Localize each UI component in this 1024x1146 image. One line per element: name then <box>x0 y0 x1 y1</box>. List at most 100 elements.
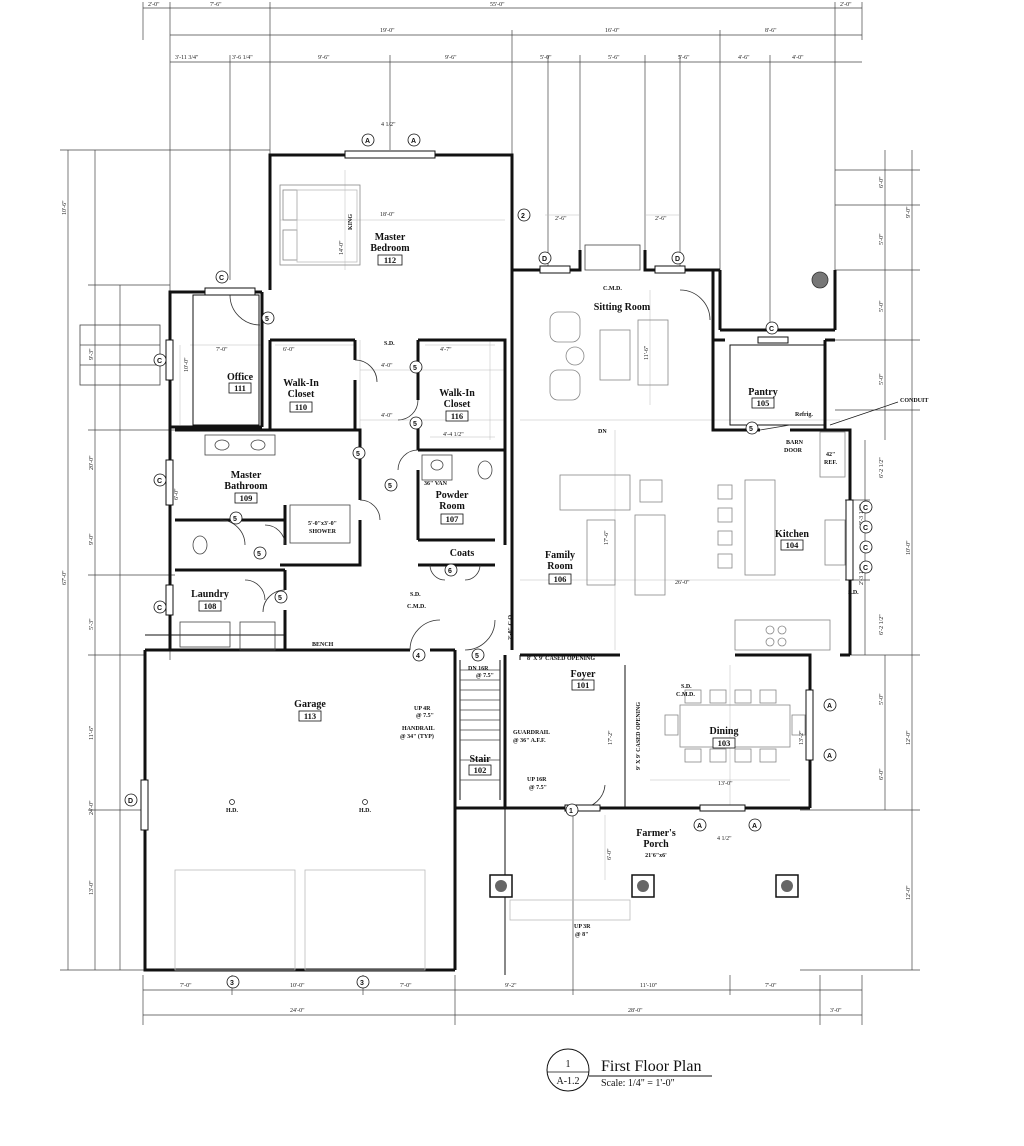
dim-bottom-8: 28'-0" <box>628 1008 643 1014</box>
dim-int-7: 4'-0" <box>381 363 393 369</box>
dim-bottom-2: 10'-0" <box>290 983 305 989</box>
dim-int-19: 2'-6" <box>655 216 667 222</box>
note-up3r: UP 3R <box>574 924 591 930</box>
dim-bottom-1: 7'-0" <box>180 983 192 989</box>
room-master-bedroom-number: 112 <box>384 255 396 265</box>
room-garage-number: 113 <box>304 711 316 721</box>
dim-int-18: 2'-6" <box>555 216 567 222</box>
note-handrail-height: @ 34" (TYP) <box>400 733 434 740</box>
note-cased-opening-2: 9' X 9' CASED OPENING <box>636 702 642 770</box>
room-master-bath-number: 109 <box>240 493 253 503</box>
note-shower: SHOWER <box>309 529 337 535</box>
dim-left-4: 9'-0" <box>89 533 95 545</box>
note-conduit: CONDUIT <box>900 398 928 404</box>
note-handrail: HANDRAIL <box>402 726 435 732</box>
furniture <box>79 184 846 971</box>
room-powder-number: 107 <box>446 514 460 524</box>
dim-top-2: 7'-6" <box>210 2 222 8</box>
windows <box>140 150 854 831</box>
dim-int-4: 10'-0" <box>184 357 190 372</box>
room-master-bath-line1: Master <box>231 470 262 481</box>
dim-right-9: 2'-3 1/2" <box>859 564 865 585</box>
note-up4r: UP 4R <box>414 706 431 712</box>
dim-row2-2: 16'-0" <box>605 28 620 34</box>
room-laundry-number: 108 <box>204 601 217 611</box>
note-up4r-rise: @ 7.5" <box>416 713 434 719</box>
dim-row3-1: 3'-11 3/4" <box>175 55 199 61</box>
note-sd-4: S.D. <box>848 590 859 596</box>
dim-row3-9: 4'-0" <box>792 55 804 61</box>
dim-top-1: 2'-0" <box>148 2 160 8</box>
room-powder-line2: Room <box>439 501 465 512</box>
tag-5-7: 5 <box>388 483 392 490</box>
dim-right-2: 9'-0" <box>906 206 912 218</box>
room-powder-line1: Powder <box>436 490 469 501</box>
note-sd-2: S.D. <box>410 592 421 598</box>
dim-int-2: 14'-0" <box>339 240 345 255</box>
tag-5-2: 5 <box>265 316 269 323</box>
note-bench: BENCH <box>312 642 334 648</box>
dim-left-7: 24'-0" <box>89 800 95 815</box>
dim-int-10: 4'-4 1/2" <box>443 432 464 438</box>
room-master-bedroom-line1: Master <box>375 232 406 243</box>
tag-d-3: D <box>675 256 680 263</box>
note-hd-2: H.D. <box>359 808 372 814</box>
tag-d-2: D <box>542 256 547 263</box>
room-porch-size: 21'6"x6' <box>645 853 667 859</box>
tag-5-9: 5 <box>413 365 417 372</box>
dim-int-5: 6'-0" <box>283 347 295 353</box>
room-porch-line2: Porch <box>643 839 669 850</box>
note-sd-1: S.D. <box>384 341 395 347</box>
dimensions-top <box>142 2 863 660</box>
note-van: 36" VAN <box>424 481 448 487</box>
dim-int-21: 4 1/2" <box>717 836 732 842</box>
dim-right-1: 6'-0" <box>879 176 885 188</box>
room-coats-name: Coats <box>450 548 475 559</box>
tag-a-5: A <box>697 823 702 830</box>
dim-int-11: 11'-6" <box>644 345 650 360</box>
dim-right-14: 12'-0" <box>906 885 912 900</box>
tag-5-8: 5 <box>413 421 417 428</box>
dim-bottom-3: 7'-0" <box>400 983 412 989</box>
room-porch-line1: Farmer's <box>636 828 676 839</box>
tag-c-5: C <box>769 326 774 333</box>
note-hd-1: H.D. <box>226 808 239 814</box>
room-kitchen-name: Kitchen <box>775 529 809 540</box>
note-up16r: UP 16R <box>527 777 547 783</box>
tag-5-1: 5 <box>475 653 479 660</box>
room-master-bedroom-line2: Bedroom <box>370 243 410 254</box>
dim-int-15: 13'-0" <box>718 781 733 787</box>
note-cmd-1: C.M.D. <box>603 286 622 292</box>
dim-int-12: 17'-6" <box>604 530 610 545</box>
note-ref: REF. <box>824 460 837 466</box>
dim-top-3: 55'-0" <box>490 2 505 8</box>
drawing-scale: Scale: 1/4" = 1'-0" <box>601 1078 675 1089</box>
dim-row2-1: 19'-0" <box>380 28 395 34</box>
dim-right-5: 5'-0" <box>879 373 885 385</box>
drawing-title: First Floor Plan <box>601 1058 701 1075</box>
room-sitting-name: Sitting Room <box>594 302 651 313</box>
detail-number: 1 <box>566 1059 571 1070</box>
note-cmd-2: C.M.D. <box>407 604 426 610</box>
tag-a-6: A <box>752 823 757 830</box>
note-42: 42" <box>826 452 835 458</box>
note-king: KING <box>348 214 354 230</box>
tag-d-1: D <box>128 798 133 805</box>
dim-right-4: 5'-0" <box>879 300 885 312</box>
dim-bottom-6: 7'-0" <box>765 983 777 989</box>
room-closet110-line1: Walk-In <box>283 378 319 389</box>
drawing-notes: KING S.D. C.M.D. DN CONDUIT BARN DOOR Re… <box>226 214 928 938</box>
dim-left-1: 10'-6" <box>62 200 68 215</box>
sheet-number: A-1.2 <box>556 1076 579 1087</box>
dim-int-8: 4'-0" <box>381 413 393 419</box>
room-pantry-name: Pantry <box>748 387 777 398</box>
dim-left-6: 11'-6" <box>89 725 95 740</box>
room-stair-number: 102 <box>474 765 487 775</box>
title-block: 1 A-1.2 First Floor Plan Scale: 1/4" = 1… <box>546 1048 712 1092</box>
tag-5-3: 5 <box>233 516 237 523</box>
room-closet110-line2: Closet <box>288 389 315 400</box>
room-closet116-line2: Closet <box>444 399 471 410</box>
room-dining-name: Dining <box>710 726 739 737</box>
tag-c-3: C <box>157 478 162 485</box>
section-tags <box>124 133 873 989</box>
